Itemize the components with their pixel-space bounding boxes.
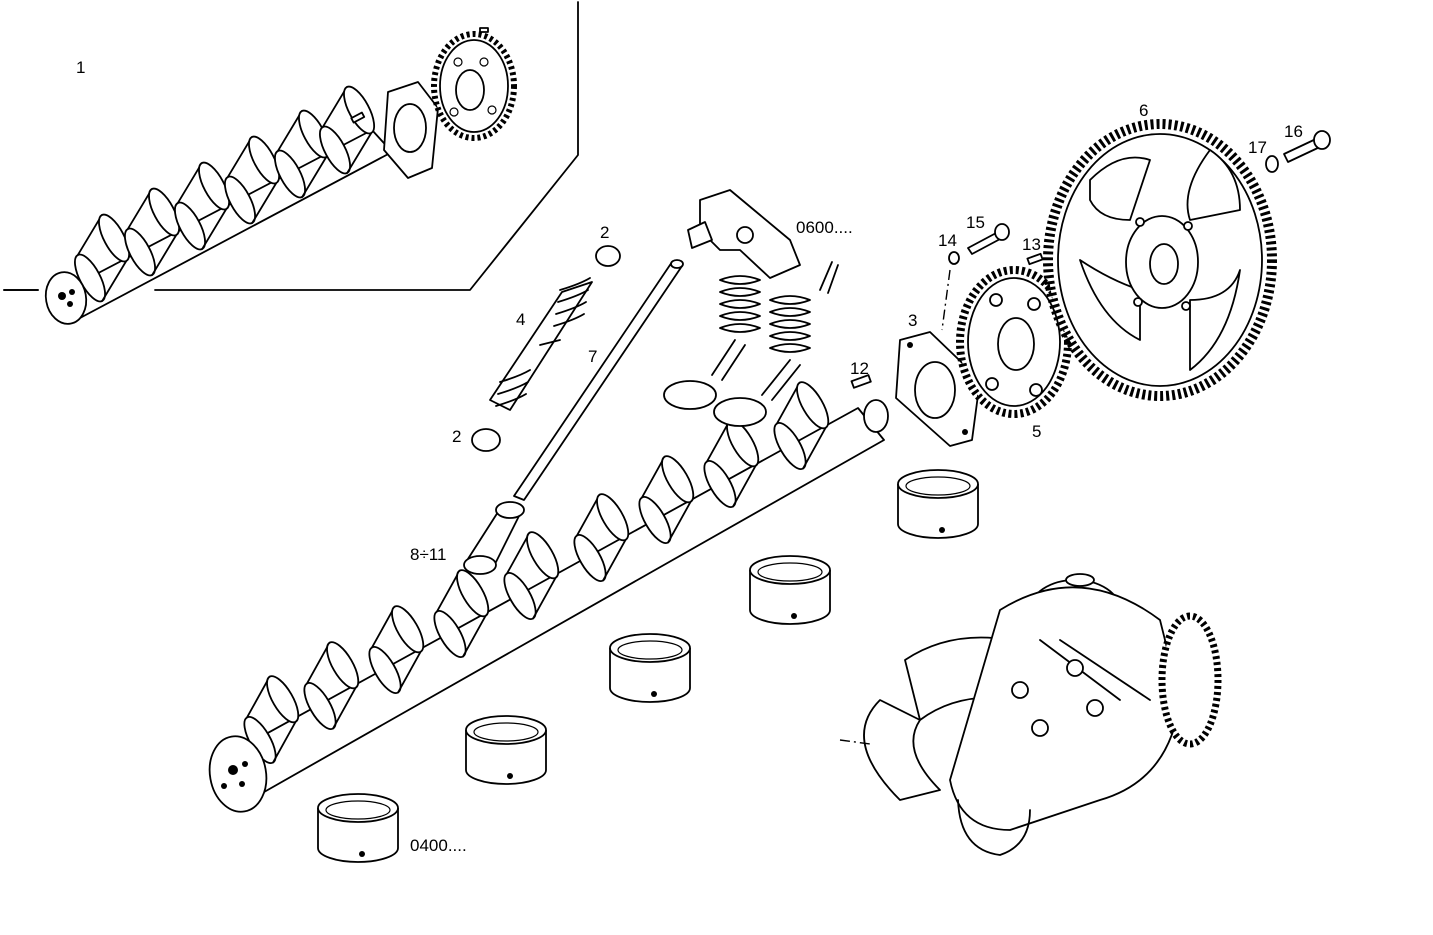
- callout-4: 4: [516, 310, 525, 329]
- push-rod-7: [513, 259, 684, 501]
- callout-17: 17: [1248, 138, 1267, 157]
- seal-2-upper: [595, 245, 621, 267]
- tappet-sleeve-8-11: [463, 501, 525, 575]
- bushing-4: [465, 715, 547, 785]
- callout-8-11: 8÷11: [410, 545, 446, 564]
- callout-16: 16: [1284, 122, 1303, 141]
- callout-7: 7: [588, 347, 597, 366]
- tappet-4: [489, 277, 593, 411]
- callout-1: 1: [76, 58, 85, 77]
- inset-thrust-plate: [383, 81, 439, 179]
- pin-13: [1026, 252, 1044, 266]
- callout-12: 12: [850, 359, 869, 378]
- callout-13: 13: [1022, 235, 1041, 254]
- bushing-2: [749, 555, 831, 625]
- bushing-3: [609, 633, 691, 703]
- reference-0600: 0600....: [796, 218, 853, 237]
- callout-15: 15: [966, 213, 985, 232]
- gear-6: [1043, 119, 1277, 401]
- seal-2-lower: [471, 428, 501, 452]
- dash-line: [941, 269, 951, 331]
- bushing-5: [317, 793, 399, 863]
- callout-5: 5: [1032, 422, 1041, 441]
- inset-camshaft: [44, 81, 393, 325]
- callout-2-lower: 2: [452, 427, 461, 446]
- gear-5: [956, 266, 1072, 418]
- main-camshaft: [208, 376, 889, 813]
- bolt-16: [1283, 130, 1331, 163]
- callout-14: 14: [938, 231, 957, 250]
- callout-2-upper: 2: [600, 223, 609, 242]
- callout-3: 3: [908, 311, 917, 330]
- bolt-15: [967, 223, 1010, 255]
- reference-0400: 0400....: [410, 836, 467, 855]
- crankshaft: [863, 573, 1222, 856]
- inset-gear: [431, 27, 517, 141]
- callout-6: 6: [1139, 101, 1148, 120]
- washer-17: [1265, 155, 1279, 173]
- bushing-1: [897, 469, 979, 539]
- rocker-arm-assembly: [663, 189, 839, 427]
- crankshaft-axis-line: [839, 739, 871, 745]
- washer-14: [948, 251, 960, 265]
- key-12: [850, 374, 872, 389]
